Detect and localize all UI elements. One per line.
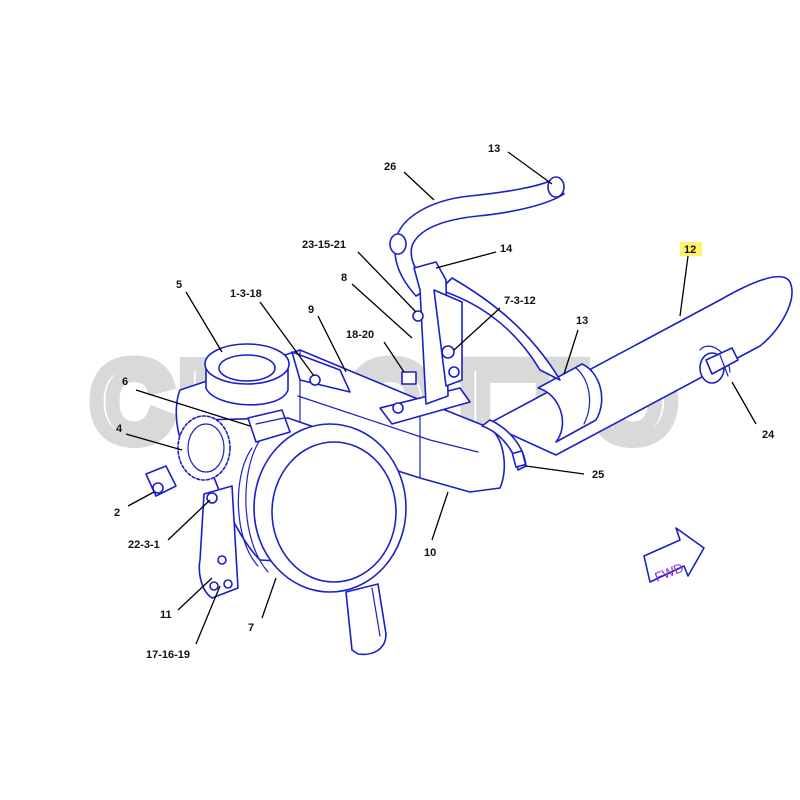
label-11[interactable]: 11 xyxy=(160,609,172,621)
label-25[interactable]: 25 xyxy=(592,469,604,481)
breather-hose-26[interactable] xyxy=(389,176,565,381)
bracket-11[interactable] xyxy=(198,485,239,599)
rubber-sleeve-13[interactable] xyxy=(537,363,603,443)
label-10[interactable]: 10 xyxy=(424,547,436,559)
label-9[interactable]: 9 xyxy=(308,304,314,316)
label-13b[interactable]: 13 xyxy=(576,315,588,327)
label-18-20[interactable]: 18-20 xyxy=(346,329,374,341)
air-cleaner-7[interactable] xyxy=(195,417,407,593)
highlight-12 xyxy=(680,242,702,256)
label-26[interactable]: 26 xyxy=(384,161,396,173)
callout-labels: 13 26 12 23-15-21 14 8 5 1-3-18 9 7-3-12… xyxy=(114,143,775,661)
label-22-3-1[interactable]: 22-3-1 xyxy=(128,539,160,551)
inlet-ring-4[interactable] xyxy=(177,415,231,481)
label-17-16-19[interactable]: 17-16-19 xyxy=(146,649,190,661)
label-7[interactable]: 7 xyxy=(248,622,254,634)
clamp-6[interactable] xyxy=(247,409,291,443)
label-6[interactable]: 6 xyxy=(122,376,128,388)
label-1-3-18[interactable]: 1-3-18 xyxy=(230,288,262,300)
label-8[interactable]: 8 xyxy=(341,272,347,284)
forward-direction-arrow: FWD xyxy=(643,527,705,585)
mounting-bracket-14[interactable] xyxy=(401,261,463,405)
label-7-3-12[interactable]: 7-3-12 xyxy=(504,295,536,307)
label-12[interactable]: 12 xyxy=(684,244,696,256)
label-13a[interactable]: 13 xyxy=(488,143,500,155)
label-24[interactable]: 24 xyxy=(762,429,775,441)
label-23-15-21[interactable]: 23-15-21 xyxy=(302,239,346,251)
indicator-2[interactable] xyxy=(145,465,177,497)
dust-valve[interactable] xyxy=(345,583,387,656)
precleaner-5[interactable] xyxy=(204,343,290,406)
label-4[interactable]: 4 xyxy=(116,423,123,435)
label-14[interactable]: 14 xyxy=(500,243,513,255)
label-2[interactable]: 2 xyxy=(114,507,120,519)
leader-lines xyxy=(125,151,757,645)
label-5[interactable]: 5 xyxy=(176,279,182,291)
hose-clamp-24[interactable] xyxy=(705,347,739,377)
